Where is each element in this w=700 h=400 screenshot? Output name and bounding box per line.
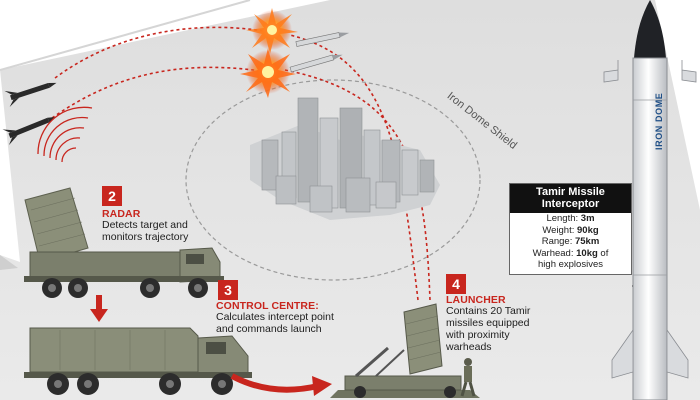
launcher-unit [330, 303, 480, 398]
radar-truck [24, 187, 224, 298]
spec-warhead-label: Warhead: [532, 247, 577, 259]
step-4-line-3: with proximity [446, 329, 510, 341]
ground-ridge [0, 0, 251, 71]
step-2-number: 2 [102, 186, 122, 206]
spec-footer: high explosives [538, 259, 603, 270]
step-3-line-1: Calculates intercept point [216, 311, 334, 323]
step-3-title: CONTROL CENTRE: [216, 300, 319, 312]
spec-range: Range: 75km [510, 236, 631, 248]
spec-warhead: Warhead: 10kg of [510, 248, 631, 260]
step-2-line-1: Detects target and [102, 219, 188, 231]
ground-edge [0, 255, 18, 270]
step-4-line-1: Contains 20 Tamir [446, 305, 531, 317]
flow-arrow-control-to-launcher [230, 373, 332, 396]
step-2-description: Detects target and monitors trajectory [102, 219, 188, 243]
step-4-number: 4 [446, 274, 466, 294]
step-3-line-2: and commands launch [216, 323, 322, 335]
threat-rocket-1 [4, 82, 57, 108]
step-4-line-4: warheads [446, 341, 492, 353]
step-3-description: Calculates intercept point and commands … [216, 311, 334, 335]
spec-warhead-suffix: of [597, 247, 609, 259]
missile-label: IRON DOME [654, 92, 664, 150]
explosion-upper [246, 8, 298, 54]
shield-dome [185, 79, 481, 281]
radar-panel [24, 187, 89, 263]
spec-weight: Weight: 90kg [510, 225, 631, 237]
step-2-line-2: monitors trajectory [102, 231, 189, 243]
spec-length: Length: 3m [510, 213, 631, 225]
step-3-number: 3 [218, 280, 238, 300]
spec-title: Tamir Missile Interceptor [510, 184, 631, 213]
interceptor-flight-lower [289, 54, 343, 73]
spec-weight-value: 90kg [577, 224, 599, 236]
threat-trajectory-2 [51, 66, 269, 119]
spec-range-value: 75km [574, 236, 600, 247]
spec-weight-label: Weight: [542, 224, 578, 236]
missile-spec-box: Tamir Missile Interceptor Length: 3m Wei… [509, 183, 632, 275]
spec-title-line-2: Interceptor [541, 198, 600, 210]
step-4-description: Contains 20 Tamir missiles equipped with… [446, 305, 530, 353]
spec-range-label: Range: [541, 236, 575, 247]
radar-waves [37, 106, 93, 163]
explosion-lower [240, 48, 296, 98]
threat-trajectory-1 [54, 26, 271, 79]
control-truck [24, 327, 252, 395]
step-4-title: LAUNCHER [446, 294, 506, 306]
spec-length-value: 3m [580, 213, 595, 224]
step-2-title: RADAR [102, 208, 141, 220]
tamir-missile [603, 0, 697, 400]
city-buildings [250, 97, 440, 220]
flow-arrow-radar-to-control [90, 295, 108, 322]
spec-length-label: Length: [546, 213, 581, 224]
interceptor-flight-upper [295, 32, 350, 47]
step-4-line-2: missiles equipped [446, 317, 530, 329]
spec-warhead-value: 10kg [576, 247, 598, 259]
spec-title-line-1: Tamir Missile [536, 186, 605, 198]
